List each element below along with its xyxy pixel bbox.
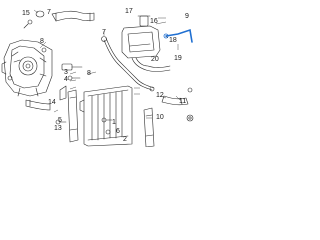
engine-assembly (1, 39, 53, 97)
callout-18: 18 (169, 37, 177, 44)
reservoir-tank (121, 15, 161, 59)
radiator-core (79, 85, 133, 147)
radiator-side-tank-right (143, 107, 155, 147)
callout-17: 17 (125, 8, 133, 15)
lower-radiator-hose (25, 99, 51, 111)
callout-1: 1 (112, 119, 116, 126)
callout-7b: 7 (102, 29, 106, 36)
coolant-pipe (101, 36, 155, 92)
mounting-bracket (59, 63, 83, 101)
callout-8: 8 (40, 38, 44, 45)
parts-diagram (1, 9, 194, 147)
callout-14: 14 (48, 99, 56, 106)
callout-20: 20 (151, 56, 159, 63)
callout-7: 7 (47, 9, 51, 16)
callout-10: 10 (156, 114, 164, 121)
callout-11: 11 (179, 98, 187, 105)
right-lower-hose (161, 87, 194, 122)
callout-8b: 8 (87, 70, 91, 77)
callout-16: 16 (150, 18, 158, 25)
hose-clamp (23, 10, 45, 29)
callout-5: 5 (58, 117, 62, 124)
callout-9: 9 (185, 13, 189, 20)
fitting (55, 117, 113, 135)
reservoir-hose (131, 57, 171, 72)
callout-13: 13 (54, 125, 62, 132)
callout-4: 4 (64, 76, 68, 83)
leader-lines (33, 9, 181, 119)
callout-15: 15 (22, 10, 30, 17)
callout-3: 3 (64, 69, 68, 76)
callout-2: 2 (123, 136, 127, 143)
upper-radiator-hose (51, 10, 95, 22)
highlighted-hose-clip (163, 33, 169, 39)
radiator-side-tank-left (67, 89, 79, 143)
callout-19: 19 (174, 55, 182, 62)
callout-6: 6 (116, 128, 120, 135)
highlighted-overflow-hose (165, 28, 193, 43)
callout-12: 12 (156, 92, 164, 99)
